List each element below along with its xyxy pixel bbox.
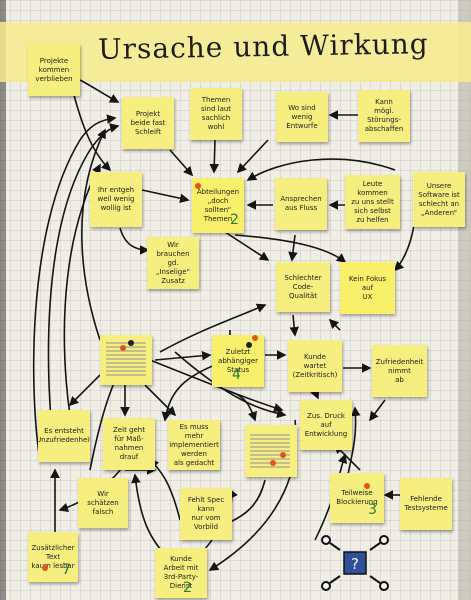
- note-n18: Es entsteht Unzufriedenheit: [38, 410, 90, 462]
- board-rail: [0, 0, 6, 600]
- note-n1: Projekte kommen verblieben: [28, 44, 80, 96]
- arrow: [149, 359, 284, 413]
- arrow: [119, 227, 150, 255]
- arrow: [79, 79, 120, 103]
- note-n22: Zus. Druck auf Entwicklung: [300, 400, 352, 450]
- note-n13: Kein Fokus auf UX: [340, 262, 395, 314]
- note-n3: Themen sind laut sachlich wohl: [190, 88, 242, 140]
- arrow: [209, 139, 220, 174]
- arrow: [221, 229, 270, 261]
- arrow: [81, 128, 106, 341]
- arrow: [144, 384, 177, 417]
- board-edge: [458, 0, 471, 600]
- arrow: [234, 234, 347, 263]
- svg-text:?: ?: [351, 555, 359, 573]
- vote-dot: [270, 460, 276, 466]
- vote-dot: [195, 183, 201, 189]
- vote-dot: [120, 345, 126, 351]
- note-n16: Kunde wartet (Zeitkritisch): [288, 340, 342, 392]
- note-n10: Unsere Software ist schlecht an „Anderen…: [413, 172, 465, 227]
- priority-number: 4: [232, 367, 241, 383]
- illegible-text: [106, 342, 146, 376]
- priority-number: 7: [62, 562, 71, 578]
- arrow: [288, 234, 298, 262]
- note-n25: Wir schätzen falsch: [78, 478, 128, 528]
- vote-dot: [364, 483, 370, 489]
- note-n23: Teilweise Blockierung: [330, 473, 384, 523]
- vote-dot: [252, 335, 258, 341]
- priority-number: 3: [368, 502, 377, 518]
- note-n9: Leute kommen zu uns stellt sich selbst z…: [345, 175, 400, 229]
- note-n7: Abteilungen „doch sollten“ Themen: [192, 178, 244, 233]
- note-n17: Zufriedenheit nimmt ab: [372, 345, 427, 397]
- note-n8: Ansprechen aus Fluss: [275, 178, 327, 230]
- arrow: [236, 139, 269, 174]
- note-n24: Fehlende Testsysteme: [400, 478, 452, 530]
- note-n6: Ihr entgeh weil wenig wollig ist: [90, 172, 142, 227]
- note-n19: Zeit geht für Maß- nahmen drauf: [103, 418, 155, 470]
- arrow: [32, 114, 117, 461]
- vote-dot: [280, 452, 286, 458]
- note-n4: Wo sind wenig Entwurfe: [276, 92, 328, 142]
- note-n11: Wir brauchen gd. „Inselige“ Zusatz: [147, 237, 199, 289]
- arrow: [159, 303, 267, 353]
- arrow: [328, 318, 341, 331]
- priority-number: 2: [230, 212, 239, 228]
- arrow: [393, 224, 415, 272]
- arrow: [289, 314, 299, 337]
- question-mark-icon: ?: [321, 535, 389, 591]
- note-n26: Fehlt Spec kann nur vom Vorbild: [180, 488, 232, 540]
- note-n27: Zusätzlicher Text kaum lesbar: [28, 532, 78, 582]
- arrow: [68, 374, 101, 407]
- note-n28: Kunde Arbeit mit 3rd-Party- Dienst: [155, 548, 207, 598]
- note-n15: Zuletzt abhängiger Status: [212, 335, 264, 387]
- priority-number: 2: [183, 580, 192, 596]
- vote-dot: [246, 342, 252, 348]
- arrow: [174, 351, 287, 419]
- arrow: [246, 158, 396, 181]
- vote-dot: [128, 340, 134, 346]
- note-n12: Schlechter Code-Qualität: [276, 262, 330, 312]
- arrow: [369, 399, 386, 422]
- note-n20: Es muss mehr implementiert werden als ge…: [168, 420, 220, 470]
- note-n5: Kann mögl. Störungs- abschaffen: [358, 90, 410, 142]
- arrow: [141, 189, 190, 203]
- note-n2: Projekt beide fast Schleift: [122, 97, 174, 149]
- arrow: [169, 149, 194, 177]
- vote-dot: [42, 565, 48, 571]
